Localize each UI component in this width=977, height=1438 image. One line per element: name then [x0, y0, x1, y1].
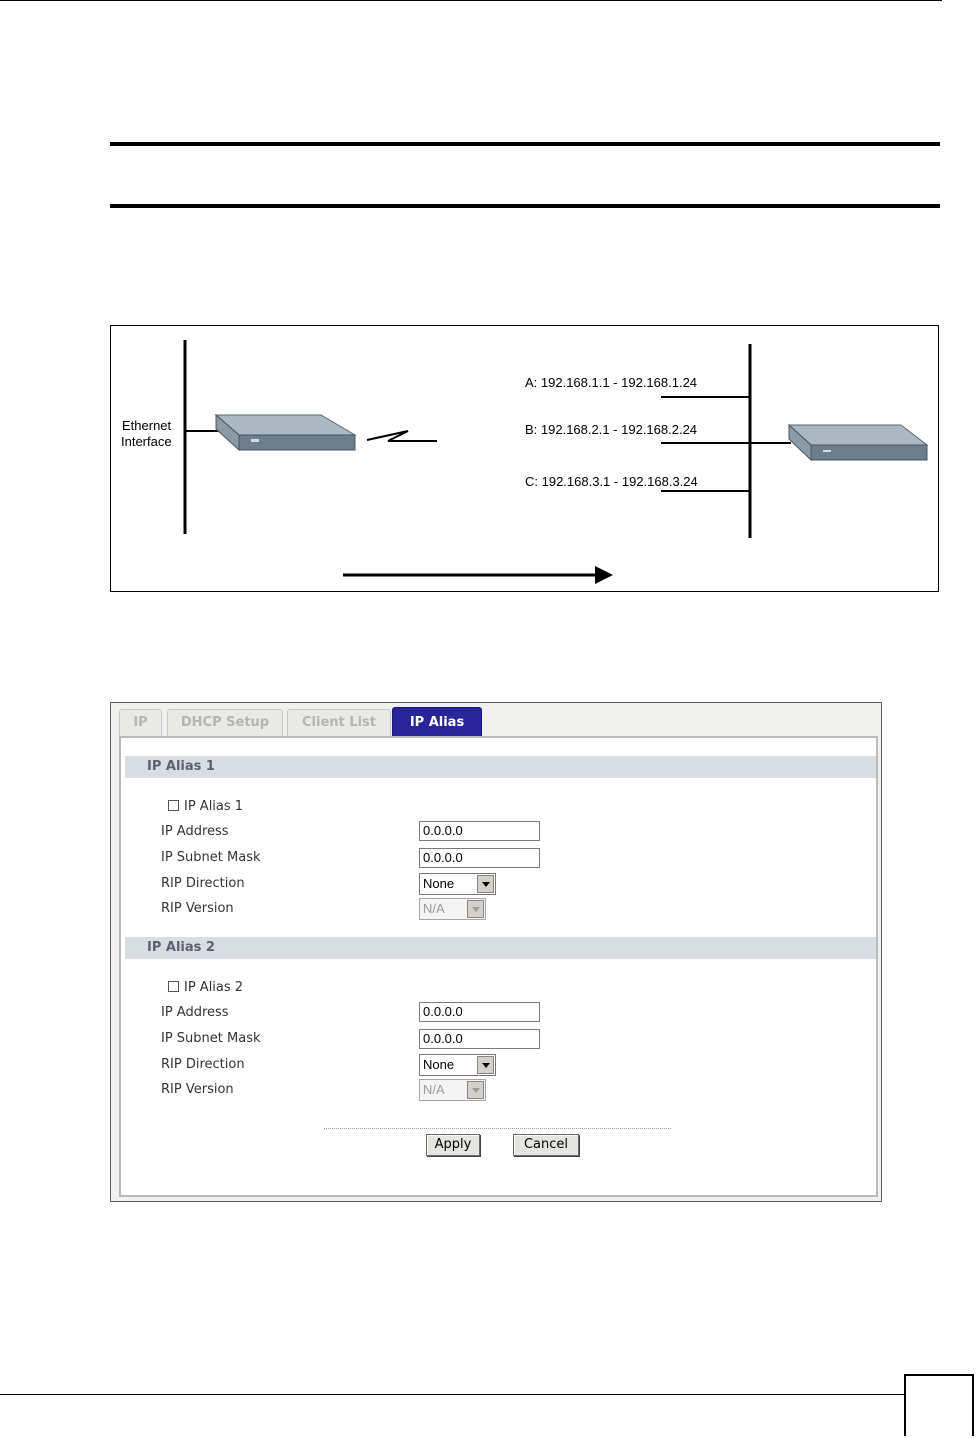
select-value: N/A — [423, 1082, 445, 1097]
alias-a-range: A: 192.168.1.1 - 192.168.1.24 — [525, 375, 697, 390]
select-value: None — [423, 876, 455, 891]
select-value: N/A — [423, 901, 445, 916]
ip-alias-network-diagram: Ethernet Interface A: 192.168.1.1 - 192.… — [110, 325, 939, 592]
ip-alias-1-ip-address-input[interactable]: 0.0.0.0 — [419, 821, 540, 841]
direction-arrow-icon — [595, 566, 613, 584]
ip-alias-1-checkbox-label: IP Alias 1 — [184, 799, 244, 814]
ip-alias-2-checkbox[interactable] — [168, 981, 179, 992]
button-divider — [324, 1128, 671, 1129]
wan-link — [366, 430, 437, 442]
heading-rule-top — [110, 142, 940, 146]
alias-b-range: B: 192.168.2.1 - 192.168.2.24 — [525, 422, 697, 437]
ip-alias-panel: IP Alias 1 IP Alias 1 IP Address 0.0.0.0… — [119, 736, 878, 1197]
ethernet-label: Ethernet — [122, 418, 172, 433]
ip-alias-2-checkbox-label: IP Alias 2 — [184, 980, 244, 995]
ip-alias-2-ip-address-input[interactable]: 0.0.0.0 — [419, 1002, 540, 1022]
section-header-ip-alias-1: IP Alias 1 — [125, 756, 876, 778]
ip-alias-1-rip-direction-select[interactable]: None — [419, 873, 496, 895]
tab-ip[interactable]: IP — [119, 709, 162, 736]
ip-alias-screen: IP DHCP Setup Client List IP Alias IP Al… — [110, 702, 882, 1202]
ip-alias-1-subnet-mask-input[interactable]: 0.0.0.0 — [419, 848, 540, 868]
page-number-box — [904, 1374, 974, 1436]
ip-alias-1-rip-version-select: N/A — [419, 898, 486, 920]
alias-c-range: C: 192.168.3.1 - 192.168.3.24 — [525, 474, 698, 489]
chevron-down-icon[interactable] — [477, 875, 494, 893]
rip-direction-label: RIP Direction — [161, 1057, 245, 1072]
cancel-button[interactable]: Cancel — [513, 1134, 579, 1156]
section-title: IP Alias 1 — [147, 759, 215, 774]
interface-label: Interface — [121, 434, 172, 449]
chevron-down-icon[interactable] — [477, 1056, 494, 1074]
rip-direction-label: RIP Direction — [161, 876, 245, 891]
section-title: IP Alias 2 — [147, 940, 215, 955]
ip-subnet-mask-label: IP Subnet Mask — [161, 1031, 261, 1046]
chevron-down-icon — [467, 1081, 484, 1099]
top-rule — [0, 0, 942, 1]
select-value: None — [423, 1057, 455, 1072]
ip-alias-2-rip-direction-select[interactable]: None — [419, 1054, 496, 1076]
rip-version-label: RIP Version — [161, 1082, 234, 1097]
ip-alias-2-subnet-mask-input[interactable]: 0.0.0.0 — [419, 1029, 540, 1049]
apply-button[interactable]: Apply — [426, 1134, 480, 1156]
heading-rule-bottom — [110, 204, 940, 208]
ip-alias-2-rip-version-select: N/A — [419, 1079, 486, 1101]
ip-alias-1-checkbox[interactable] — [168, 800, 179, 811]
router-icon — [214, 413, 357, 452]
ip-address-label: IP Address — [161, 1005, 229, 1020]
chevron-down-icon — [467, 900, 484, 918]
section-header-ip-alias-2: IP Alias 2 — [125, 937, 876, 959]
tab-dhcp-setup[interactable]: DHCP Setup — [167, 709, 283, 736]
tab-client-list[interactable]: Client List — [287, 709, 391, 736]
lan-device-icon — [787, 423, 929, 462]
tab-ip-alias[interactable]: IP Alias — [392, 707, 482, 738]
ip-subnet-mask-label: IP Subnet Mask — [161, 850, 261, 865]
rip-version-label: RIP Version — [161, 901, 234, 916]
footer-rule — [0, 1394, 904, 1395]
ip-address-label: IP Address — [161, 824, 229, 839]
